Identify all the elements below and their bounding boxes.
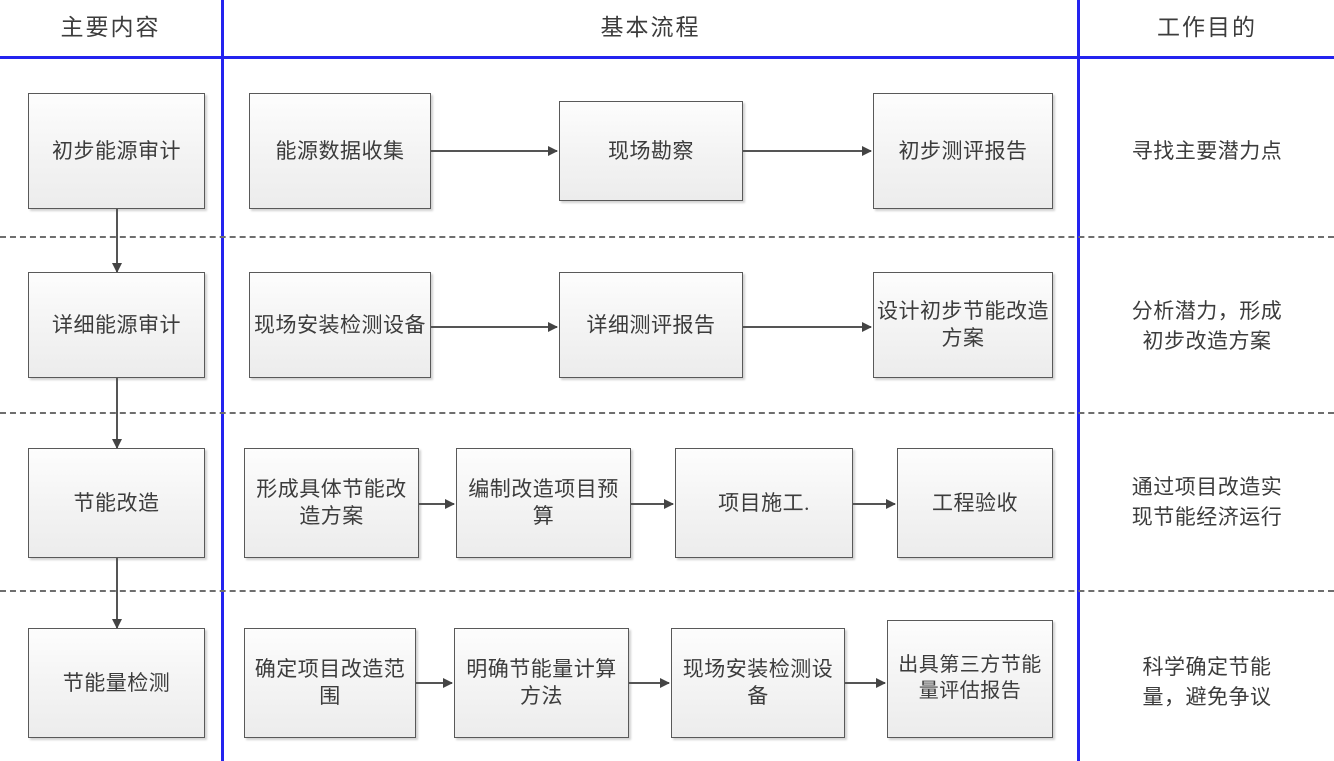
step-box-r4c3-label: 现场安装检测设备 bbox=[682, 657, 834, 708]
stage-box-row1[interactable]: 初步能源审计 bbox=[28, 93, 205, 209]
arrow-r4-2 bbox=[629, 678, 670, 688]
step-box-r3c1[interactable]: 形成具体节能改造方案 bbox=[244, 448, 419, 558]
step-box-r4c1-label: 确定项目改造范围 bbox=[254, 657, 406, 708]
arrow-r3-3 bbox=[853, 499, 896, 509]
arrow-r3-1 bbox=[419, 499, 455, 509]
arrow-r4-3 bbox=[845, 678, 886, 688]
step-box-r3c4[interactable]: 工程验收 bbox=[897, 448, 1053, 558]
step-box-r4c4-label: 出具第三方节能量评估报告 bbox=[898, 654, 1042, 702]
step-box-r1c1-label: 能源数据收集 bbox=[275, 138, 405, 163]
step-box-r1c2[interactable]: 现场勘察 bbox=[559, 101, 743, 201]
column-divider-left bbox=[221, 0, 224, 761]
stage-connector-1 bbox=[112, 209, 122, 273]
step-box-r3c1-label: 形成具体节能改造方案 bbox=[256, 477, 407, 528]
purpose-text-row2: 分析潜力，形成 初步改造方案 bbox=[1131, 299, 1283, 354]
step-box-r2c2[interactable]: 详细测评报告 bbox=[559, 272, 743, 378]
purpose-text-row1: 寻找主要潜力点 bbox=[1131, 139, 1283, 163]
column-divider-right bbox=[1077, 0, 1080, 761]
step-box-r3c4-label: 工程验收 bbox=[932, 490, 1018, 515]
step-box-r1c3-label: 初步测评报告 bbox=[898, 138, 1028, 163]
step-box-r2c1[interactable]: 现场安装检测设备 bbox=[249, 272, 431, 378]
step-box-r1c1[interactable]: 能源数据收集 bbox=[249, 93, 431, 209]
stage-box-row1-label: 初步能源审计 bbox=[52, 138, 181, 163]
step-box-r4c2-label: 明确节能量计算方法 bbox=[466, 657, 617, 708]
step-box-r3c2-label: 编制改造项目预算 bbox=[468, 477, 619, 528]
step-box-r2c1-label: 现场安装检测设备 bbox=[254, 312, 426, 337]
stage-box-row3[interactable]: 节能改造 bbox=[28, 448, 205, 558]
arrow-r4-1 bbox=[416, 678, 453, 688]
step-box-r4c1[interactable]: 确定项目改造范围 bbox=[244, 628, 416, 738]
row-separator-3 bbox=[0, 590, 1334, 592]
row-separator-2 bbox=[0, 412, 1334, 414]
arrow-r3-2 bbox=[631, 499, 674, 509]
step-box-r2c2-label: 详细测评报告 bbox=[586, 312, 716, 337]
purpose-text-row4: 科学确定节能 量，避免争议 bbox=[1142, 655, 1272, 710]
step-box-r4c2[interactable]: 明确节能量计算方法 bbox=[454, 628, 629, 738]
arrow-r2-2 bbox=[743, 322, 872, 332]
arrow-r1-1 bbox=[431, 146, 558, 156]
stage-connector-2 bbox=[112, 378, 122, 449]
step-box-r2c3-label: 设计初步节能改造方案 bbox=[877, 299, 1049, 350]
step-box-r3c2[interactable]: 编制改造项目预算 bbox=[456, 448, 631, 558]
column-header-basic-process: 基本流程 bbox=[600, 15, 701, 40]
step-box-r4c4[interactable]: 出具第三方节能量评估报告 bbox=[887, 620, 1053, 738]
arrow-r2-1 bbox=[431, 322, 558, 332]
stage-box-row2[interactable]: 详细能源审计 bbox=[28, 272, 205, 378]
header-underline bbox=[0, 56, 1334, 59]
step-box-r1c3[interactable]: 初步测评报告 bbox=[873, 93, 1053, 209]
stage-box-row4-label: 节能量检测 bbox=[62, 670, 171, 695]
purpose-text-row3: 通过项目改造实 现节能经济运行 bbox=[1131, 475, 1283, 530]
step-box-r1c2-label: 现场勘察 bbox=[608, 138, 694, 163]
stage-box-row3-label: 节能改造 bbox=[73, 490, 160, 515]
column-header-main-content: 主要内容 bbox=[60, 15, 161, 40]
step-box-r4c3[interactable]: 现场安装检测设备 bbox=[671, 628, 845, 738]
step-box-r3c3[interactable]: 项目施工. bbox=[675, 448, 853, 558]
step-box-r3c3-label: 项目施工. bbox=[718, 490, 810, 515]
row-separator-1 bbox=[0, 236, 1334, 238]
step-box-r2c3[interactable]: 设计初步节能改造方案 bbox=[873, 272, 1053, 378]
arrow-r1-2 bbox=[743, 146, 872, 156]
column-header-work-purpose: 工作目的 bbox=[1157, 15, 1257, 40]
stage-connector-3 bbox=[112, 558, 122, 629]
stage-box-row4[interactable]: 节能量检测 bbox=[28, 628, 205, 738]
stage-box-row2-label: 详细能源审计 bbox=[52, 312, 181, 337]
